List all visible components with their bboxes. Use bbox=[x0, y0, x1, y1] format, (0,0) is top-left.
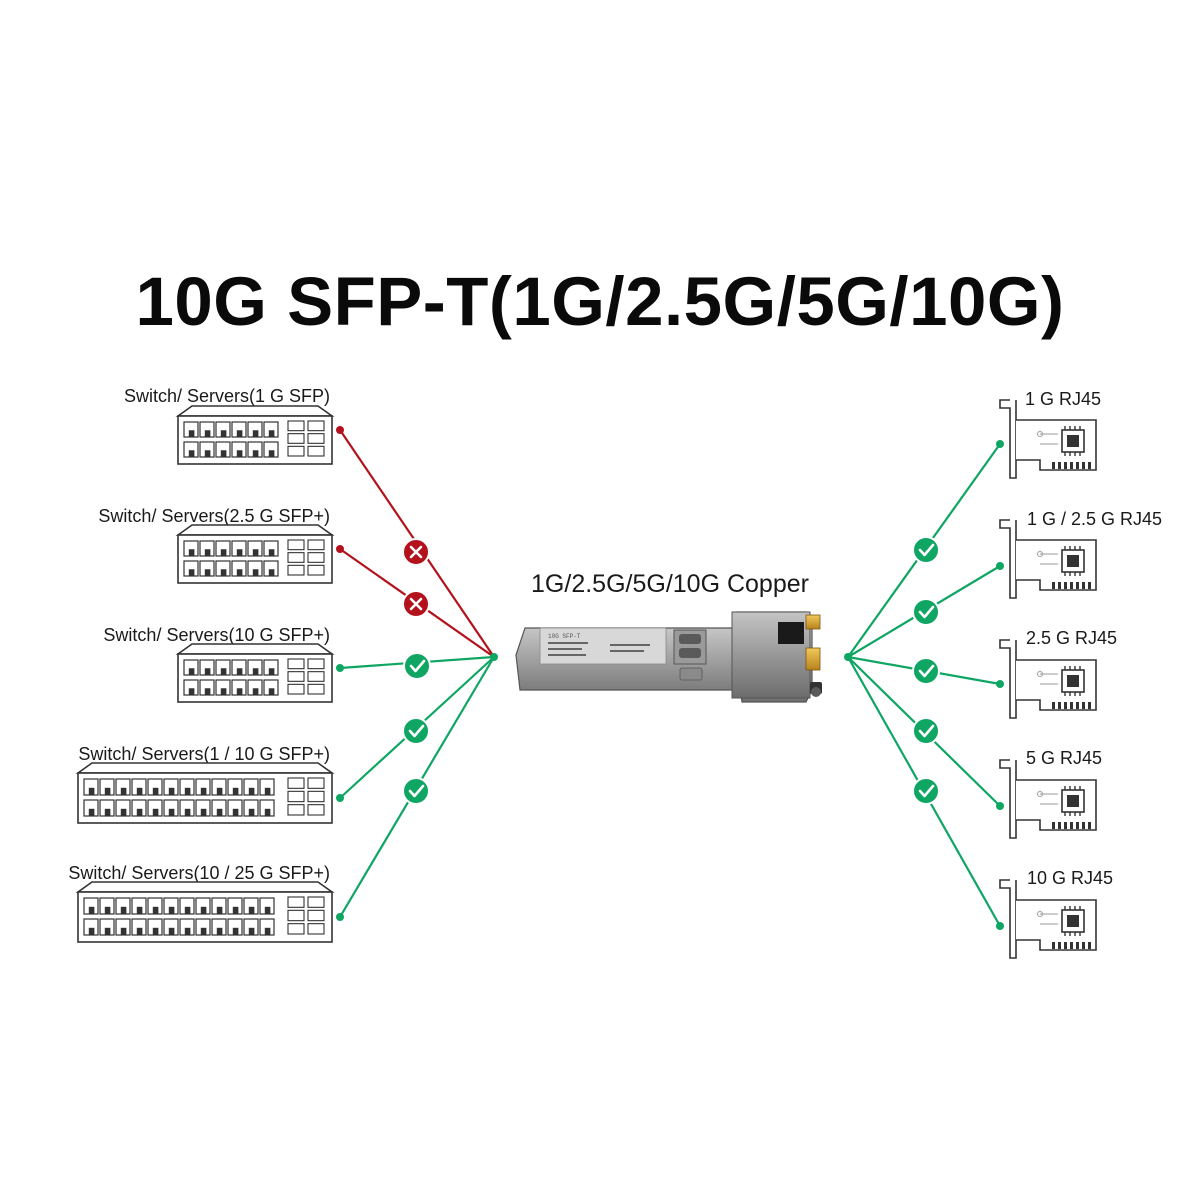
connection-endpoint bbox=[996, 680, 1004, 688]
connection-endpoint bbox=[996, 802, 1004, 810]
module-caption: 1G/2.5G/5G/10G Copper bbox=[531, 570, 809, 598]
cross-icon bbox=[402, 538, 430, 566]
left-device-label-1g-sfp: Switch/ Servers(1 G SFP) bbox=[123, 386, 330, 406]
switch-icon bbox=[175, 524, 335, 584]
check-icon bbox=[912, 777, 940, 805]
check-icon bbox=[402, 777, 430, 805]
cross-icon bbox=[402, 590, 430, 618]
connection-endpoint bbox=[996, 922, 1004, 930]
connection-endpoint bbox=[336, 545, 344, 553]
nic-card-icon bbox=[999, 639, 1097, 719]
connection-endpoint bbox=[996, 562, 1004, 570]
connection-endpoint bbox=[336, 426, 344, 434]
right-device-label-1g-rj45: 1 G RJ45 bbox=[1025, 389, 1102, 409]
left-device-label-2-5g-sfp: Switch/ Servers(2.5 G SFP+) bbox=[98, 506, 330, 526]
check-icon bbox=[912, 536, 940, 564]
left-hub-point bbox=[490, 653, 498, 661]
connection-endpoint bbox=[336, 913, 344, 921]
connection-endpoint bbox=[336, 664, 344, 672]
switch-icon bbox=[175, 643, 335, 703]
nic-card-icon bbox=[999, 399, 1097, 479]
check-icon bbox=[912, 657, 940, 685]
module-label-text: 10G SFP-T bbox=[548, 633, 581, 640]
left-device-label-10g-sfp: Switch/ Servers(10 G SFP+) bbox=[103, 625, 330, 645]
nic-card-icon bbox=[999, 519, 1097, 599]
left-device-label-10-25g-sfp: Switch/ Servers(10 / 25 G SFP+) bbox=[68, 863, 330, 883]
nic-card-icon bbox=[999, 879, 1097, 959]
right-device-label-5g-rj45: 5 G RJ45 bbox=[1026, 748, 1103, 768]
check-icon bbox=[402, 717, 430, 745]
switch-icon bbox=[175, 405, 335, 465]
check-icon bbox=[403, 652, 431, 680]
switch-icon bbox=[75, 762, 335, 824]
switch-icon bbox=[75, 881, 335, 943]
connection-endpoint bbox=[336, 794, 344, 802]
right-device-label-2-5g-rj45: 2.5 G RJ45 bbox=[1026, 628, 1118, 648]
left-device-label-1-10g-sfp: Switch/ Servers(1 / 10 G SFP+) bbox=[78, 744, 330, 764]
page-title: 10G SFP-T(1G/2.5G/5G/10G) bbox=[135, 263, 1065, 340]
check-icon bbox=[912, 598, 940, 626]
right-device-label-1-2-5g-rj45: 1 G / 2.5 G RJ45 bbox=[1027, 509, 1163, 529]
sfp-module-illustration: 10G SFP-T bbox=[515, 611, 822, 703]
right-device-label-10g-rj45: 10 G RJ45 bbox=[1027, 868, 1114, 888]
connection-endpoint bbox=[996, 440, 1004, 448]
check-icon bbox=[912, 717, 940, 745]
nic-card-icon bbox=[999, 759, 1097, 839]
